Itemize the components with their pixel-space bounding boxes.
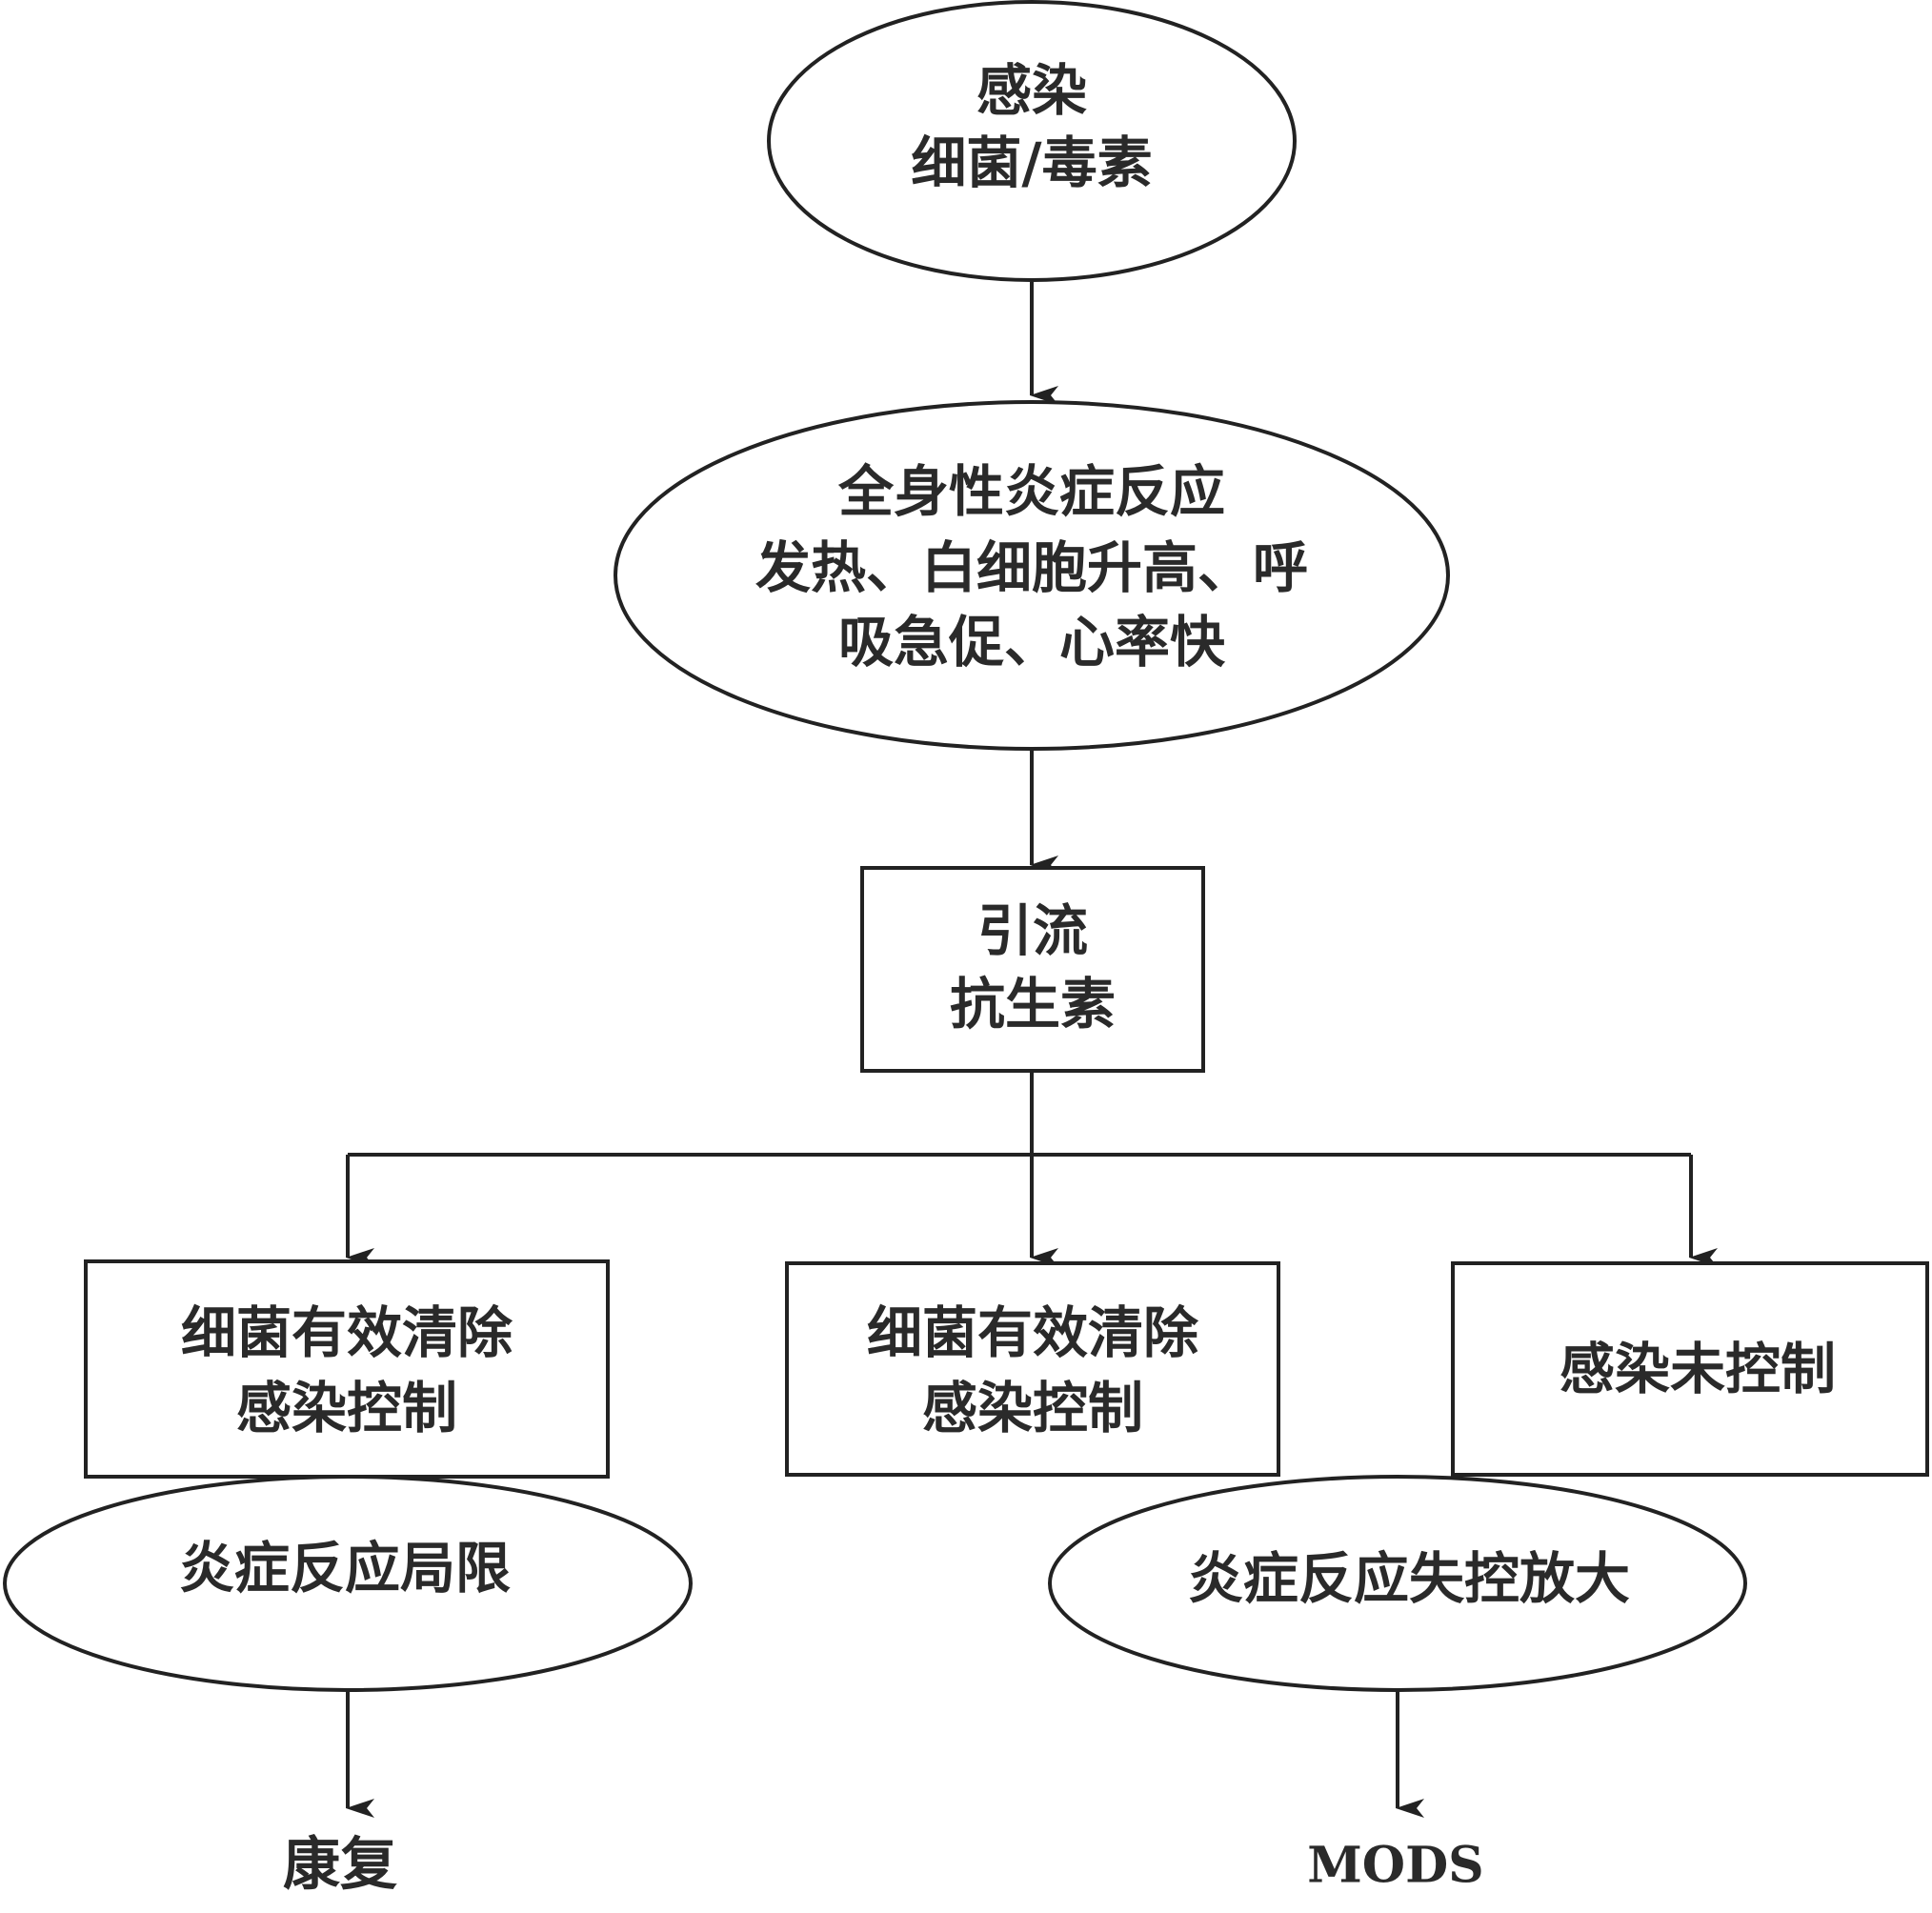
node-infection-uncontrolled: 感染未控制 xyxy=(1451,1261,1929,1477)
node-mods: MODS xyxy=(1307,1837,1484,1895)
node-infection-line-2: 细菌/毒素 xyxy=(911,131,1152,195)
node-recovery: 康复 xyxy=(283,1832,397,1899)
node-treatment-line-1: 引流 xyxy=(977,898,1088,963)
node-bacteria-cleared-middle-line-2: 感染控制 xyxy=(922,1376,1143,1440)
node-bacteria-cleared-middle: 细菌有效清除 感染控制 xyxy=(785,1261,1280,1477)
node-bacteria-cleared-left: 细菌有效清除 感染控制 xyxy=(84,1259,610,1479)
node-treatment-line-2: 抗生素 xyxy=(950,972,1116,1037)
node-inflammation-amplified-line-1: 炎症反应失控放大 xyxy=(1188,1546,1630,1611)
node-inflammation-localized-line-1: 炎症反应局限 xyxy=(179,1536,511,1601)
node-treatment: 引流 抗生素 xyxy=(860,866,1205,1073)
node-bacteria-cleared-left-line-2: 感染控制 xyxy=(236,1376,457,1440)
node-bacteria-cleared-left-line-1: 细菌有效清除 xyxy=(181,1300,513,1365)
node-sirs: 全身性炎症反应 发热、白细胞升高、呼 吸急促、心率快 xyxy=(614,400,1450,751)
node-sirs-line-2: 发热、白细胞升高、呼 xyxy=(755,535,1308,600)
node-sirs-line-3: 吸急促、心率快 xyxy=(838,610,1226,675)
node-bacteria-cleared-middle-line-1: 细菌有效清除 xyxy=(867,1300,1199,1365)
node-infection: 感染 细菌/毒素 xyxy=(767,0,1297,282)
node-inflammation-amplified: 炎症反应失控放大 xyxy=(1048,1475,1747,1692)
node-sirs-line-1: 全身性炎症反应 xyxy=(837,459,1225,524)
node-inflammation-localized: 炎症反应局限 xyxy=(3,1475,693,1692)
node-infection-uncontrolled-line-1: 感染未控制 xyxy=(1560,1337,1836,1401)
node-infection-line-1: 感染 xyxy=(976,58,1087,123)
